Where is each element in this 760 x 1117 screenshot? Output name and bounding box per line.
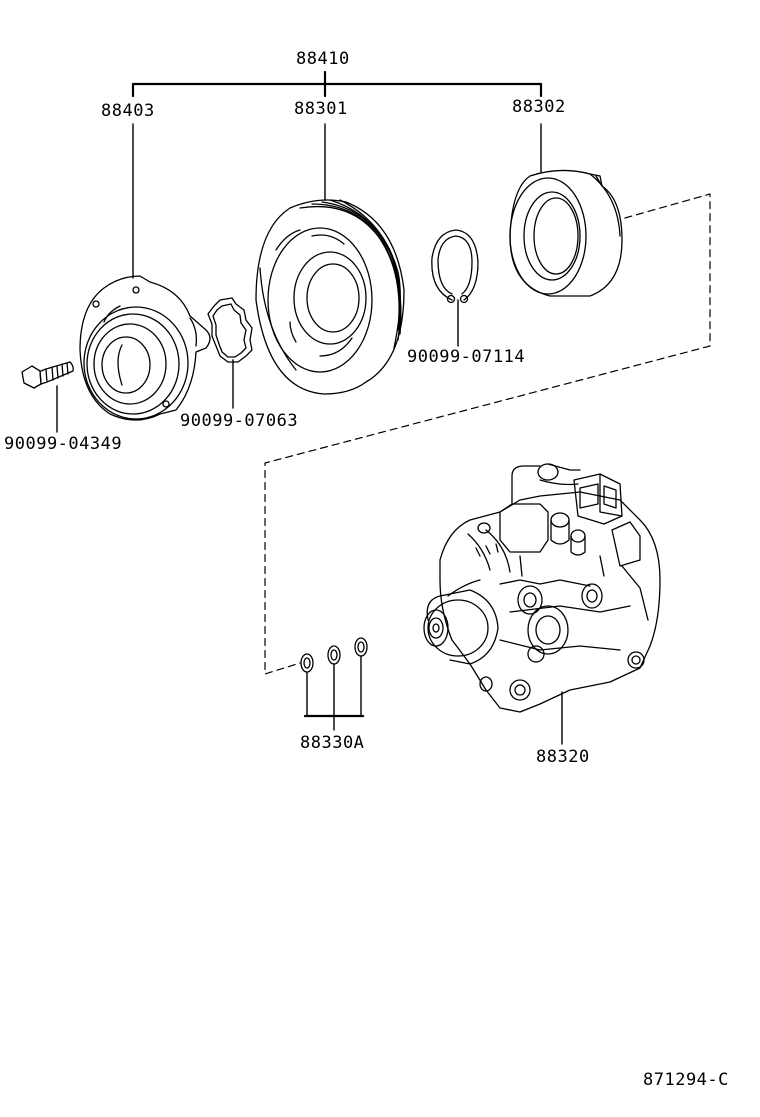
assembly-bracket bbox=[133, 72, 541, 96]
snap-ring-drawing bbox=[432, 230, 478, 303]
bolt-drawing bbox=[22, 362, 73, 388]
dashed-guide bbox=[265, 194, 710, 674]
stator-coil-drawing bbox=[510, 170, 622, 296]
leader-lines bbox=[57, 124, 562, 744]
compressor-drawing bbox=[424, 464, 660, 712]
pulley-drawing bbox=[256, 200, 404, 394]
shim-ring-drawing bbox=[208, 298, 252, 362]
label-stator-coil: 88302 bbox=[512, 97, 566, 117]
o-rings-drawing bbox=[301, 638, 367, 672]
figure-code: 871294-C bbox=[643, 1070, 729, 1090]
label-snap-ring: 90099-07114 bbox=[407, 347, 526, 367]
label-bolt: 90099-04349 bbox=[4, 434, 123, 454]
label-o-rings: 88330A bbox=[300, 733, 365, 753]
label-assembly: 88410 bbox=[296, 49, 350, 69]
clutch-hub-drawing bbox=[80, 276, 210, 420]
label-pulley: 88301 bbox=[294, 99, 348, 119]
label-shim-ring: 90099-07063 bbox=[180, 411, 299, 431]
label-clutch-hub: 88403 bbox=[101, 101, 155, 121]
label-compressor: 88320 bbox=[536, 747, 590, 767]
